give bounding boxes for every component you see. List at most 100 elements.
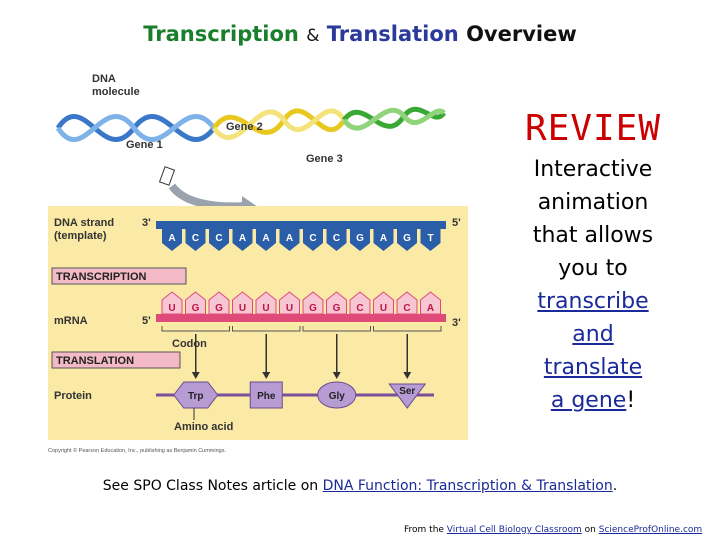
dna-base: C — [326, 229, 347, 251]
mrna-base-letter: C — [356, 303, 363, 314]
dna-base: C — [303, 229, 323, 251]
translation-arrowhead — [332, 372, 341, 379]
dna-molecule-label-1: DNA — [92, 73, 116, 85]
translation-arrowhead — [403, 372, 412, 379]
dna-base: A — [162, 229, 182, 251]
source-credit: From the Virtual Cell Biology Classroom … — [404, 525, 702, 535]
animation-link-and[interactable]: and — [572, 322, 614, 347]
mrna-base: U — [373, 291, 394, 315]
gene1-label: Gene 1 — [126, 139, 163, 151]
blurb-line-2: animation — [537, 190, 649, 215]
credit-mid: on — [581, 525, 599, 535]
zoom-arrow — [168, 183, 245, 211]
mrna-base-letter: U — [262, 303, 269, 314]
dna-base-letter: A — [286, 233, 293, 244]
title-ampersand: & — [306, 26, 320, 46]
dna-base-letter: T — [427, 233, 433, 244]
animation-link-translate[interactable]: translate — [543, 355, 643, 380]
translation-arrowhead — [191, 372, 200, 379]
title-translation: Translation — [326, 22, 459, 46]
class-notes-link[interactable]: DNA Function: Transcription & Translatio… — [322, 478, 613, 494]
mrna-backbone — [156, 314, 446, 322]
review-heading: REVIEW — [524, 108, 662, 149]
protein-label: Protein — [54, 390, 92, 402]
mrna-base-letter: G — [192, 303, 200, 314]
dna-base-letter: C — [215, 233, 222, 244]
translation-arrowhead — [262, 372, 271, 379]
amino-acid-name: Phe — [257, 391, 276, 402]
transcription-label: TRANSCRIPTION — [56, 271, 147, 283]
mrna-base-letter: G — [309, 303, 317, 314]
mrna-base: U — [161, 291, 183, 315]
blurb-line-4: you to — [558, 256, 628, 281]
mrna-base-letter: U — [286, 303, 293, 314]
title-transcription: Transcription — [143, 22, 299, 46]
page-title: Transcription & Translation Overview — [0, 22, 720, 46]
transcription-label-bg — [51, 267, 187, 285]
amino-acid: Ser — [388, 383, 427, 409]
dna-base: A — [279, 229, 300, 251]
mrna-base-letter: C — [403, 303, 410, 314]
copyright-text: Copyright © Pearson Education, Inc., pub… — [48, 447, 226, 454]
note-prefix: See SPO Class Notes article on — [102, 478, 323, 494]
dna-base-letter: G — [356, 233, 364, 244]
mrna-base: C — [396, 291, 418, 315]
mrna-base: G — [185, 291, 206, 315]
dna-molecule-label-2: molecule — [92, 86, 140, 98]
amino-acid-name: Gly — [329, 391, 346, 402]
blurb-line-1: Interactive — [533, 157, 653, 182]
dna-five-prime: 5' — [452, 217, 461, 229]
mrna-base-letter: U — [380, 303, 387, 314]
mrna-base: U — [232, 291, 253, 315]
mrna-base-letter: A — [427, 303, 434, 314]
amino-acid: Gly — [317, 381, 357, 409]
dna-base-letter: C — [192, 233, 199, 244]
dna-base-letter: C — [333, 233, 340, 244]
animation-link-transcribe[interactable]: transcribe — [537, 289, 649, 314]
mrna-base-letter: G — [333, 303, 341, 314]
mrna-base: G — [302, 291, 324, 315]
dna-base: A — [256, 229, 276, 251]
codon-bracket — [161, 326, 230, 332]
note-suffix: . — [612, 478, 618, 494]
dna-helix — [55, 106, 447, 186]
dna-base: C — [209, 229, 229, 251]
codon-bracket — [373, 326, 442, 332]
dna-base-letter: A — [262, 233, 269, 244]
mrna-base: U — [279, 291, 300, 315]
mrna-five-prime: 5' — [142, 315, 151, 327]
credit-prefix: From the — [404, 525, 447, 535]
codon-bracket — [232, 326, 301, 332]
mrna-base-letter: U — [239, 303, 246, 314]
blurb-exclamation: ! — [626, 388, 636, 413]
dna-base-letter: C — [309, 233, 316, 244]
amino-acid-name: Trp — [188, 391, 204, 402]
mrna-base: U — [255, 291, 277, 315]
amino-acid: Trp — [173, 381, 219, 409]
site-link[interactable]: ScienceProfOnline.com — [598, 525, 703, 535]
dna-base-letter: A — [239, 233, 246, 244]
mrna-base: G — [326, 291, 347, 315]
dna-strand-label-2: (template) — [54, 230, 107, 242]
virtual-classroom-link[interactable]: Virtual Cell Biology Classroom — [446, 525, 582, 535]
gene2-label: Gene 2 — [226, 121, 263, 133]
dna-base-letter: A — [168, 233, 175, 244]
dna-base-letter: G — [403, 233, 411, 244]
mrna-three-prime: 3' — [452, 317, 461, 329]
mrna-label: mRNA — [54, 315, 88, 327]
mrna-base: C — [349, 291, 371, 315]
dna-three-prime: 3' — [142, 217, 151, 229]
title-overview: Overview — [466, 22, 577, 46]
dna-base: G — [397, 229, 417, 251]
amino-acid-label: Amino acid — [174, 421, 233, 433]
dna-backbone — [156, 221, 446, 229]
class-notes-note: See SPO Class Notes article on DNA Funct… — [0, 478, 720, 494]
animation-link-a-gene[interactable]: a gene — [550, 388, 627, 413]
amino-acid: Phe — [249, 381, 283, 409]
dna-base: T — [420, 229, 441, 251]
dna-base: G — [350, 229, 370, 251]
review-blurb: Interactive animation that allows you to… — [502, 153, 684, 417]
codon-bracket — [302, 326, 371, 332]
dna-base: A — [373, 229, 394, 251]
mrna-base-letter: G — [215, 303, 223, 314]
